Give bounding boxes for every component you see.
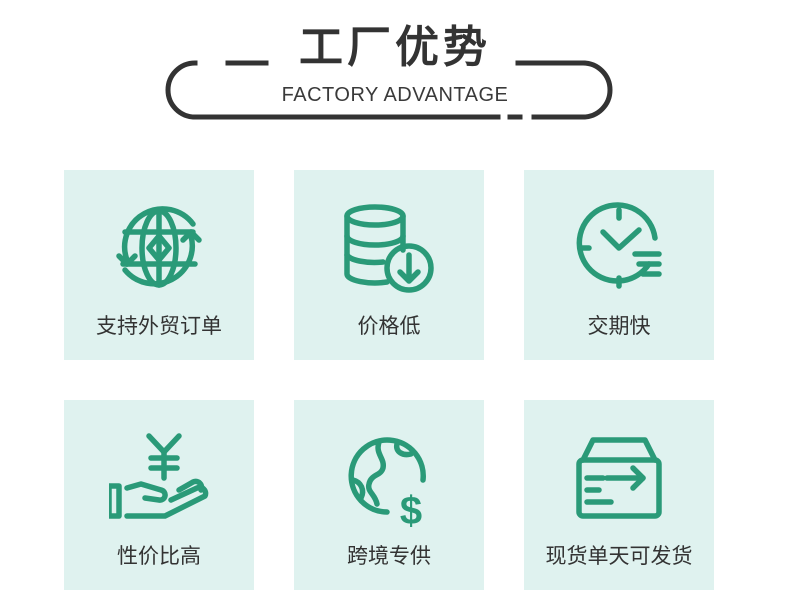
feature-label: 性价比高 bbox=[117, 544, 201, 568]
feature-label: 支持外贸订单 bbox=[96, 314, 222, 338]
coin-stack-download-icon bbox=[344, 204, 434, 293]
feature-card-foreign-trade: 支持外贸订单 bbox=[64, 170, 254, 360]
svg-text:$: $ bbox=[400, 489, 422, 528]
feature-card-cross-border: $ 跨境专供 bbox=[294, 400, 484, 590]
section-header: 工厂优势 FACTORY ADVANTAGE bbox=[0, 0, 790, 140]
feature-card-low-price: 价格低 bbox=[294, 170, 484, 360]
feature-card-fast-delivery: 交期快 bbox=[524, 170, 714, 360]
feature-label: 现货单天可发货 bbox=[545, 544, 693, 568]
feature-label: 交期快 bbox=[587, 314, 651, 338]
feature-label: 价格低 bbox=[357, 314, 421, 338]
section-title: 工厂优势 bbox=[299, 22, 491, 73]
header-frame bbox=[165, 60, 613, 120]
feature-card-cost-effective: 性价比高 bbox=[64, 400, 254, 590]
delivery-box-icon bbox=[576, 437, 662, 519]
feature-card-same-day-shipping: 现货单天可发货 bbox=[524, 400, 714, 590]
hand-yen-icon bbox=[109, 433, 209, 519]
clock-icon bbox=[576, 202, 662, 289]
section-subtitle: FACTORY ADVANTAGE bbox=[281, 84, 509, 106]
feature-label: 跨境专供 bbox=[347, 544, 431, 568]
globe-dollar-icon: $ bbox=[348, 437, 426, 528]
globe-icon bbox=[116, 206, 202, 288]
